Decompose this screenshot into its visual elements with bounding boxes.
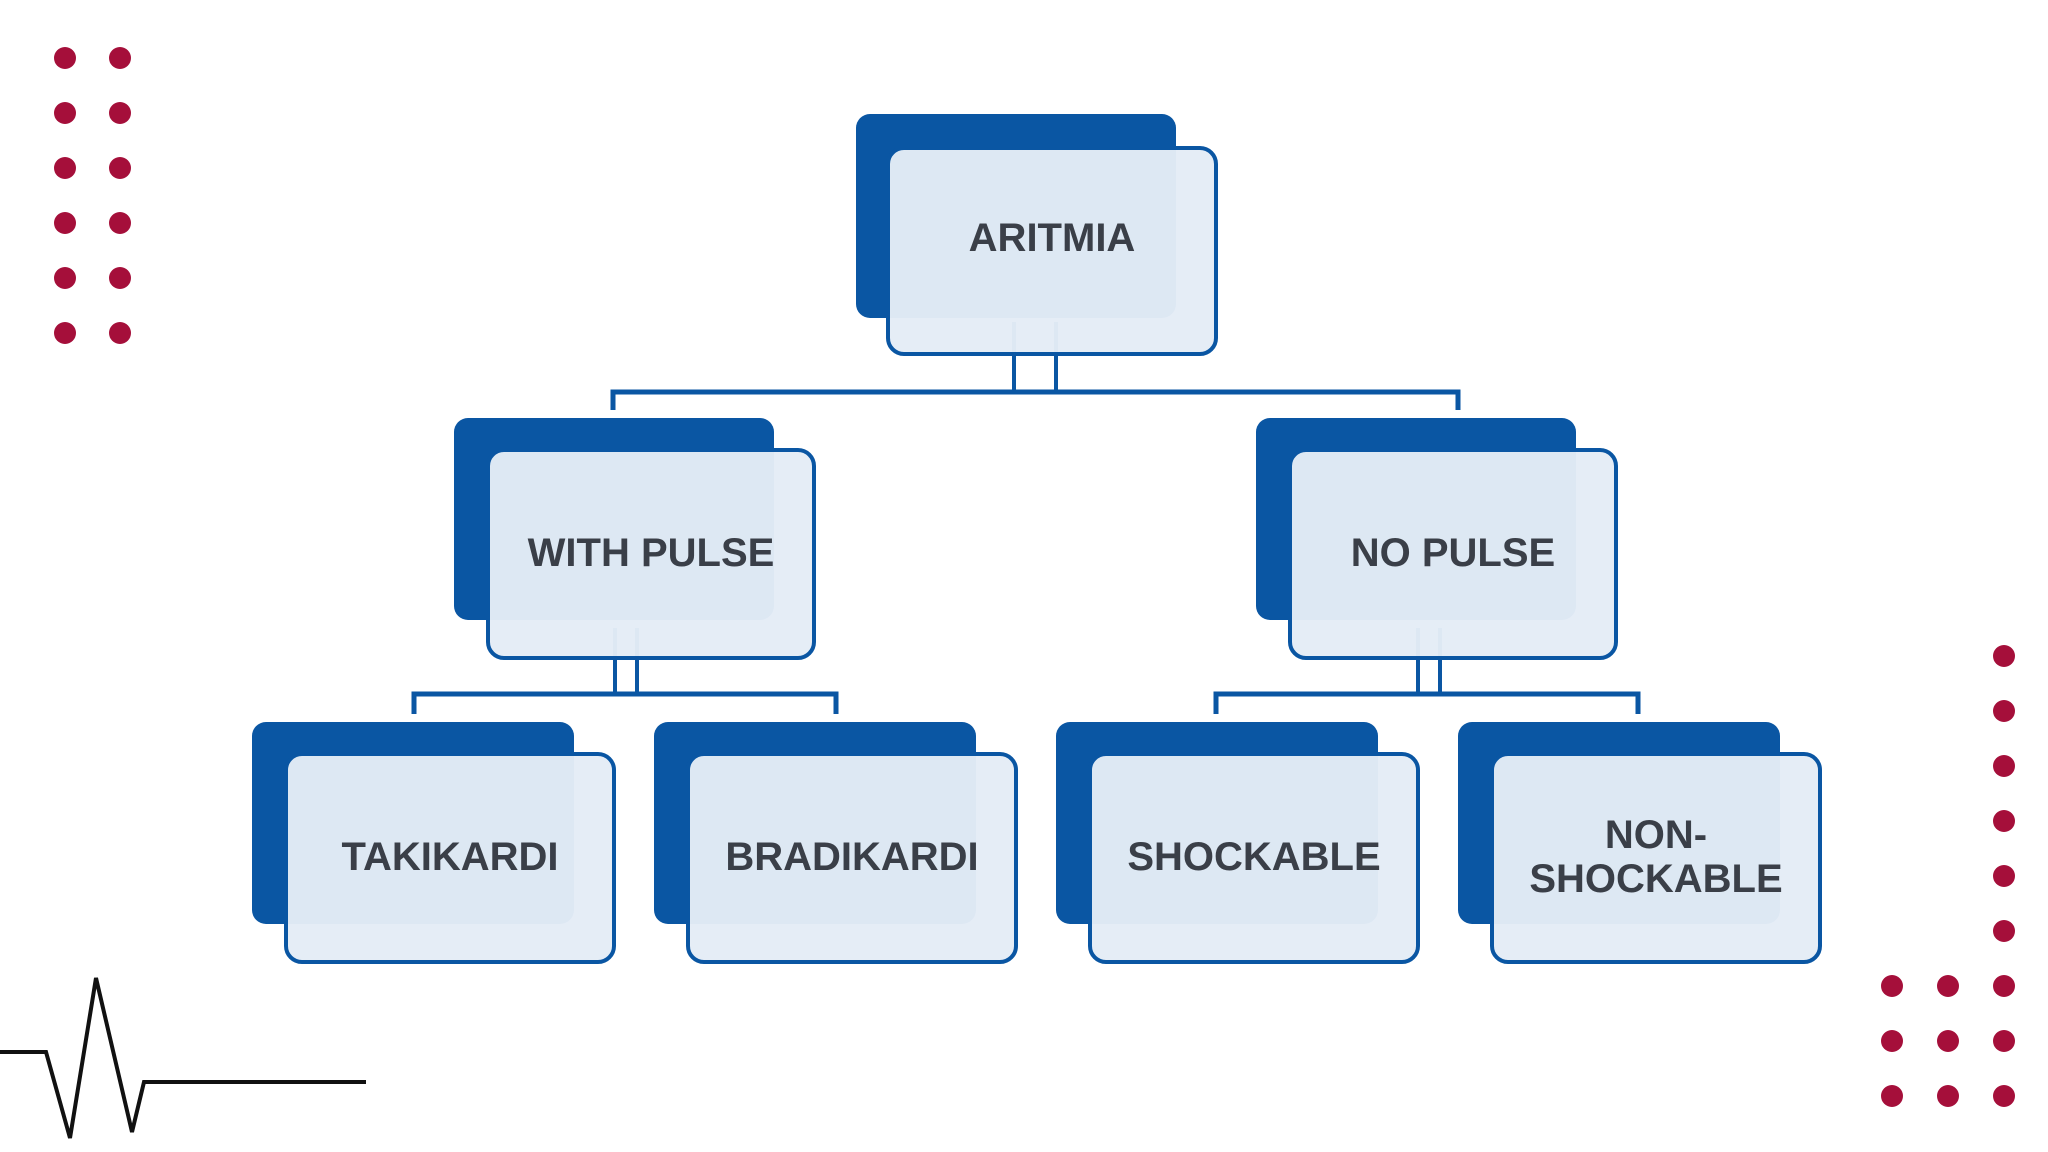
decorative-dot [1993, 645, 2015, 667]
decorative-dot [109, 322, 131, 344]
decorative-dot [1993, 1085, 2015, 1107]
node-label: SHOCKABLE [1127, 835, 1380, 879]
node-front-box [284, 752, 616, 964]
decorative-dot [1881, 1085, 1903, 1107]
node-no-pulse: NO PULSE [1256, 418, 1618, 660]
node-takikardi: TAKIKARDI [252, 722, 616, 964]
decorative-dot [1993, 1030, 2015, 1052]
node-front-box [1088, 752, 1420, 964]
decorative-dot [109, 267, 131, 289]
decorative-dot [1993, 975, 2015, 997]
node-front-box [1288, 448, 1618, 660]
node-with-pulse: WITH PULSE [454, 418, 816, 660]
connectors [411, 322, 1641, 714]
node-label-line: NON- [1605, 813, 1707, 857]
connector-with-pulse-bar [411, 691, 839, 714]
node-label: ARITMIA [969, 216, 1136, 260]
node-front-box [686, 752, 1018, 964]
node-bradikardi: BRADIKARDI [654, 722, 1018, 964]
connector-no-pulse-bar [1213, 691, 1641, 714]
decorative-dot [109, 157, 131, 179]
decorative-dot [54, 322, 76, 344]
decorative-dot [54, 47, 76, 69]
decorative-dot [1993, 865, 2015, 887]
decorative-dot [109, 102, 131, 124]
decorative-dot [1937, 975, 1959, 997]
decorative-dot [54, 102, 76, 124]
decorative-dot [1993, 810, 2015, 832]
node-label: NON-SHOCKABLE [1529, 813, 1782, 901]
decorative-dot [1881, 1030, 1903, 1052]
decorative-dot [109, 47, 131, 69]
node-front-box [1490, 752, 1822, 964]
connector-root-bar [610, 389, 1461, 410]
decorative-dot [1993, 700, 2015, 722]
heartbeat-line-icon [0, 977, 366, 1139]
decorative-dot [54, 212, 76, 234]
decorative-dot [1993, 755, 2015, 777]
decorative-dot [1993, 920, 2015, 942]
node-label: WITH PULSE [528, 531, 775, 575]
decorative-dot [54, 157, 76, 179]
node-non-shockable: NON-SHOCKABLE [1458, 722, 1822, 964]
decorative-dot [54, 267, 76, 289]
node-label-line: SHOCKABLE [1529, 857, 1782, 901]
node-front-box [886, 146, 1218, 356]
node-label: TAKIKARDI [341, 835, 558, 879]
node-label: NO PULSE [1351, 531, 1555, 575]
decorative-dot [1937, 1030, 1959, 1052]
decorative-dots-bottom-right [1881, 645, 2015, 1107]
node-aritmia: ARITMIA [856, 114, 1218, 356]
node-front-box [486, 448, 816, 660]
node-label: BRADIKARDI [725, 835, 978, 879]
decorative-dots-top-left [54, 47, 131, 344]
decorative-dot [109, 212, 131, 234]
node-shockable: SHOCKABLE [1056, 722, 1420, 964]
decorative-dot [1937, 1085, 1959, 1107]
decorative-dot [1881, 975, 1903, 997]
